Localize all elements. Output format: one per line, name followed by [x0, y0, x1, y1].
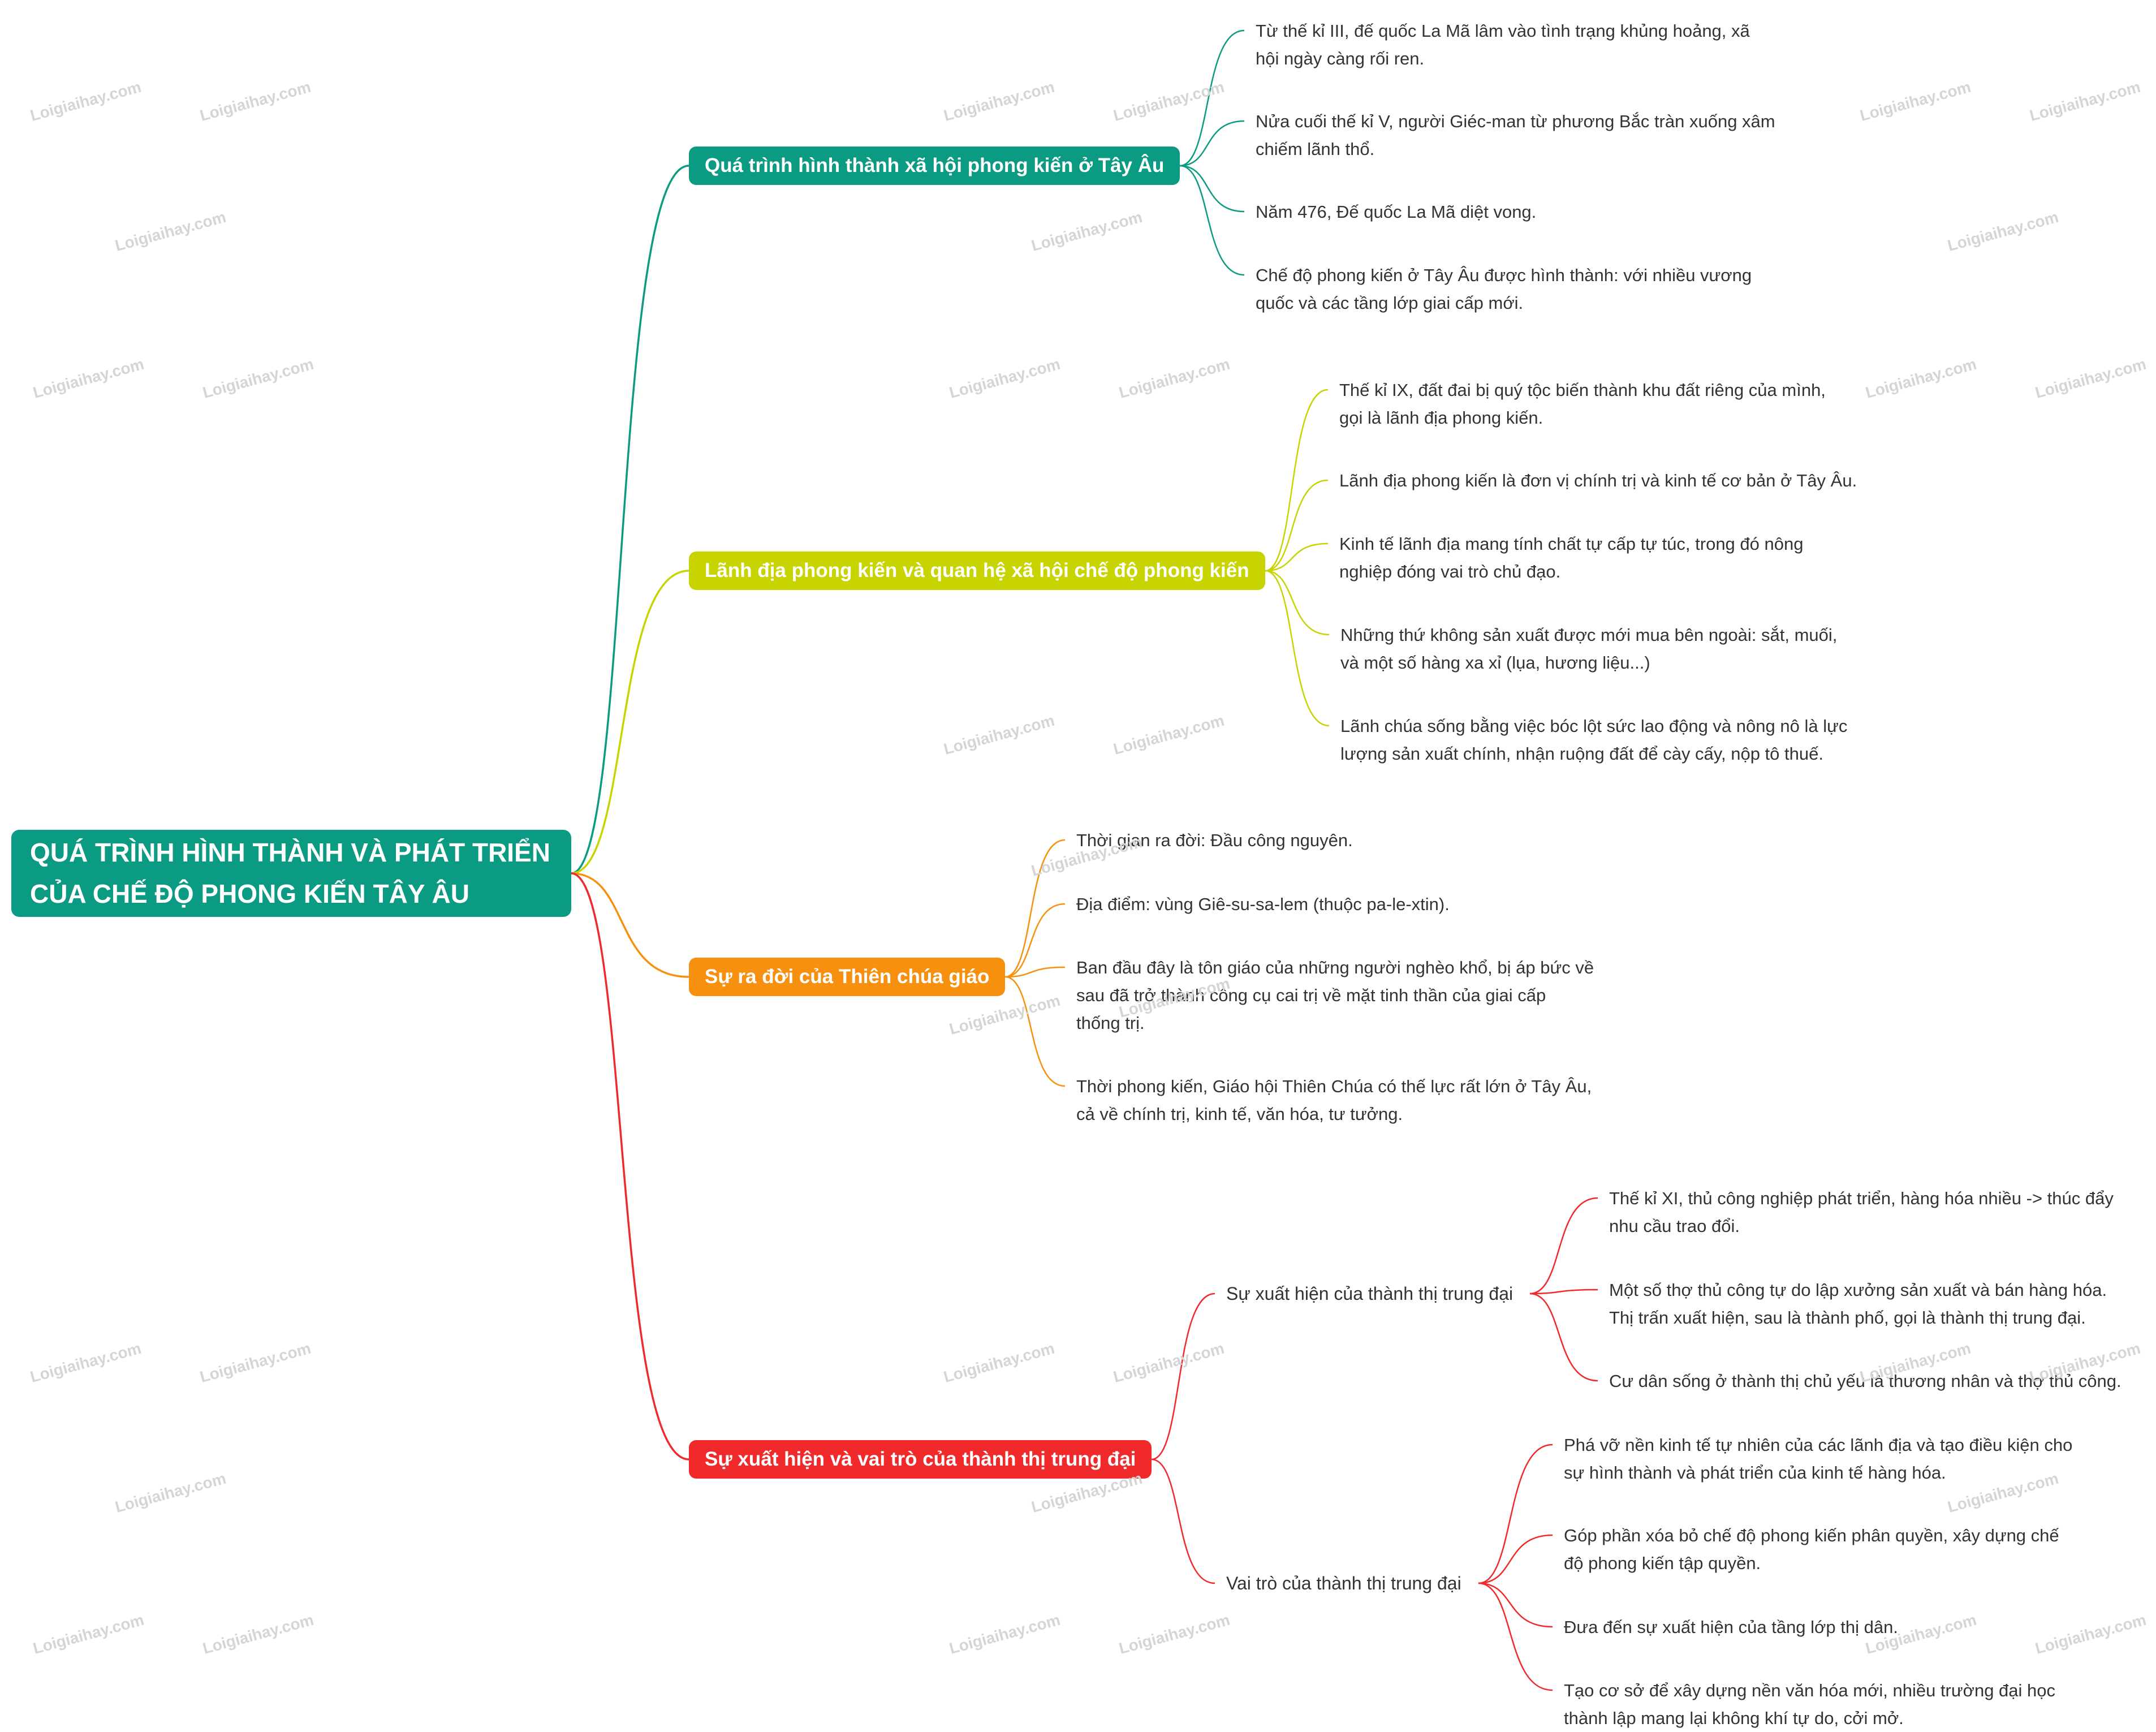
leaf-role-3: Đưa đến sự xuất hiện của tầng lớp thị dâ… [1564, 1617, 1898, 1637]
leaf-connector [1478, 1534, 1553, 1584]
leaf-manor-3: Kinh tế lãnh địa mang tính chất tự cấp t… [1339, 534, 1804, 581]
branch-cities[interactable]: Sự xuất hiện và vai trò của thành thị tr… [689, 1440, 1152, 1479]
leaf-connector [1265, 479, 1329, 572]
leaf-manor-5: Lãnh chúa sống bằng việc bóc lột sức lao… [1340, 716, 1848, 764]
leaf-christianity-4: Thời phong kiến, Giáo hội Thiên Chúa có … [1076, 1076, 1592, 1124]
leaf-formation-1: Từ thế kỉ III, đế quốc La Mã lâm vào tìn… [1256, 21, 1750, 68]
leaf-manor-2: Lãnh địa phong kiến là đơn vị chính trị … [1339, 471, 1857, 490]
leaf-connector [1265, 389, 1329, 572]
leaf-connector [1004, 839, 1066, 978]
leaf-connector [1179, 165, 1245, 213]
sub-connector [1151, 1458, 1215, 1584]
leaf-connector [1478, 1582, 1553, 1691]
branch-connector [571, 872, 689, 978]
branch-christianity[interactable]: Sự ra đời của Thiên chúa giáo [689, 958, 1006, 996]
leaf-emergence-3: Cư dân sống ở thành thị chủ yếu là thươn… [1609, 1371, 2121, 1391]
leaf-emergence-1: Thế kỉ XI, thủ công nghiệp phát triển, h… [1609, 1188, 2114, 1236]
branch-manor[interactable]: Lãnh địa phong kiến và quan hệ xã hội ch… [689, 552, 1265, 590]
leaf-christianity-2: Địa điểm: vùng Giê-su-sa-lem (thuộc pa-l… [1076, 894, 1450, 914]
leaf-role-2: Góp phần xóa bỏ chế độ phong kiến phân q… [1564, 1526, 2059, 1573]
leaf-connector [1529, 1197, 1598, 1295]
sub-cities-role[interactable]: Vai trò của thành thị trung đại [1226, 1573, 1461, 1593]
leaf-connector [1529, 1292, 1598, 1382]
sub-connector [1151, 1292, 1215, 1460]
leaf-manor-1: Thế kỉ IX, đất đai bị quý tộc biến thành… [1339, 380, 1826, 428]
leaf-formation-4: Chế độ phong kiến ở Tây Âu được hình thà… [1256, 265, 1752, 313]
branch-connector [571, 872, 689, 1460]
leaf-role-4: Tạo cơ sở để xây dựng nền văn hóa mới, n… [1564, 1681, 2056, 1728]
root-topic[interactable]: QUÁ TRÌNH HÌNH THÀNH VÀ PHÁT TRIỂN CỦA C… [11, 830, 571, 917]
branch-connector [571, 165, 689, 874]
leaf-christianity-3: Ban đầu đây là tôn giáo của những người … [1076, 958, 1594, 1033]
leaf-connector [1004, 966, 1066, 978]
leaf-role-1: Phá vỡ nền kinh tế tự nhiên của các lãnh… [1564, 1435, 2073, 1483]
sub-cities-emergence[interactable]: Sự xuất hiện của thành thị trung đại [1226, 1283, 1513, 1304]
leaf-christianity-1: Thời gian ra đời: Đầu công nguyên. [1076, 830, 1353, 850]
leaf-connector [1179, 120, 1245, 167]
root-title-line1: QUÁ TRÌNH HÌNH THÀNH VÀ PHÁT TRIỂN [30, 838, 550, 867]
leaf-connector [1179, 165, 1245, 276]
leaf-connector [1004, 903, 1066, 978]
leaf-connector [1265, 542, 1329, 572]
leaf-connector [1478, 1582, 1553, 1628]
leaf-formation-3: Năm 476, Đế quốc La Mã diệt vong. [1256, 202, 1537, 222]
leaf-manor-4: Những thứ không sản xuất được mới mua bê… [1340, 625, 1838, 673]
leaf-connector [1478, 1444, 1553, 1584]
leaf-formation-2: Nửa cuối thế kỉ V, người Giéc-man từ phư… [1256, 111, 1775, 159]
leaf-connector [1265, 570, 1330, 727]
leaf-connector [1529, 1289, 1598, 1295]
leaf-connector [1004, 976, 1066, 1087]
root-title-line2: CỦA CHẾ ĐỘ PHONG KIẾN TÂY ÂU [30, 879, 469, 908]
branch-connector [571, 570, 689, 874]
branch-formation[interactable]: Quá trình hình thành xã hội phong kiến ở… [689, 147, 1180, 185]
leaf-connector [1179, 29, 1245, 167]
leaf-emergence-2: Một số thợ thủ công tự do lập xưởng sản … [1609, 1280, 2107, 1328]
leaf-connector [1265, 570, 1330, 636]
